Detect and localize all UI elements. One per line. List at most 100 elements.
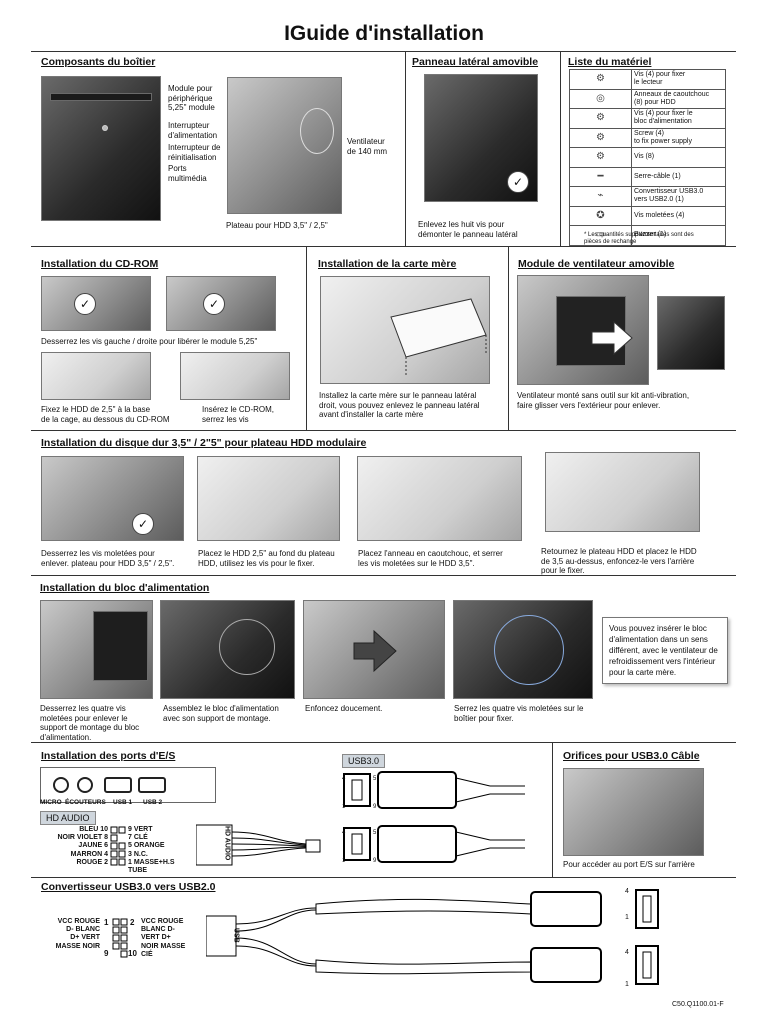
document-code: C50.Q1100.01-F: [672, 1001, 724, 1008]
hdd-step3-photo: [357, 456, 522, 541]
psu-step1-photo: [40, 600, 153, 699]
cdrom-caption-top: Desserrez les vis gauche / droite pour l…: [41, 337, 258, 346]
converter-pin-9: 9: [104, 949, 109, 958]
psu-step4-photo: [453, 600, 593, 699]
usb3-port-bottom: [343, 825, 525, 863]
check-icon: ✓: [132, 513, 154, 535]
hdd-step2-photo: [197, 456, 340, 541]
section-heading-psu: Installation du bloc d'alimentation: [40, 582, 210, 594]
converter-cable-diagram: [206, 889, 659, 985]
usb3-pin-4b: 4: [342, 830, 346, 836]
converter-pin-1: 1: [104, 918, 109, 927]
psu-caption-4: Serrez les quatre vis moletées sur le bo…: [454, 704, 584, 723]
fan-photo: [657, 296, 725, 370]
screw-icon: ⚙: [569, 108, 632, 129]
cdrom-caption-left: Fixez le HDD de 2,5" à la base de la cag…: [41, 405, 170, 424]
cdrom-step1-photo: ✓: [41, 276, 151, 331]
psu-caption-3: Enfoncez doucement.: [305, 704, 383, 713]
check-icon: ✓: [507, 171, 529, 193]
hardware-row: ⚙Vis (8): [569, 147, 726, 168]
section-heading-cdrom: Installation du CD-ROM: [41, 258, 159, 270]
converter-port-pin-4a: 4: [625, 888, 629, 895]
divider: [306, 246, 307, 430]
converter-right-pins: VCC ROUGE BLANC D- VERT D+ NOIR MASSE CI…: [141, 918, 186, 958]
port-label-mic: MICRO: [40, 799, 62, 806]
hardware-table: ⚙Vis (4) pour fixer le lecteur◎Anneaux d…: [569, 69, 726, 246]
hdd-caption-1: Desserrez les vis moletées pour enlever.…: [41, 549, 175, 568]
hd-audio-right-pins: 9 VERT 7 CLÉ 5 ORANGE 3 N.C. 1 MASSE+H.S…: [128, 826, 175, 875]
cdrom-step2-photo: ✓: [166, 276, 276, 331]
hardware-row-label: Anneaux de caoutchouc (8) pour HDD: [631, 88, 726, 109]
page-title: IGuide d'installation: [284, 22, 484, 45]
divider: [405, 51, 406, 246]
hardware-row: ▭Buzzer (1): [569, 225, 726, 246]
usb-holes-photo: [563, 768, 704, 856]
divider: [31, 430, 736, 431]
front-io-panel: [40, 767, 216, 803]
fan-module-caption: Ventilateur monté sans outil sur kit ant…: [517, 391, 690, 410]
hardware-row: ⚙Screw (4) to fix power supply: [569, 127, 726, 148]
motherboard-diagram: [320, 276, 490, 384]
motherboard-board-icon: [390, 298, 487, 377]
hardware-row: ⌁Convertisseur USB3.0 vers USB2.0 (1): [569, 186, 726, 207]
hdd-caption-3: Placez l'anneau en caoutchouc, et serrer…: [358, 549, 503, 568]
cdrom-caption-right: Insérez le CD-ROM, serrez les vis: [202, 405, 275, 424]
hd-audio-badge: HD AUDIO: [40, 811, 96, 825]
converter-pin-2: 2: [130, 918, 135, 927]
converter-pin-10: 10: [128, 949, 137, 958]
usb3-pin-9a: 9: [373, 804, 377, 810]
section-heading-hardware-list: Liste du matériel: [568, 56, 652, 68]
usb-holes-caption: Pour accéder au port E/S sur l'arrière: [563, 860, 695, 869]
hd-audio-connector: [196, 824, 321, 866]
section-heading-components: Composants du boîtier: [41, 56, 156, 68]
port-label-usb2: USB 2: [143, 799, 163, 806]
usb3-port-top: [343, 771, 525, 809]
converter-port-pin-1a: 1: [625, 914, 629, 921]
divider: [560, 51, 561, 246]
label-media-ports: Ports multimédia: [168, 164, 207, 183]
hdd-step4-photo: [545, 452, 700, 532]
case-interior-photo: [227, 77, 342, 214]
section-heading-io-ports: Installation des ports d'E/S: [41, 750, 176, 762]
arrow-right-icon: [591, 320, 633, 356]
hardware-footnote: * Les quantités supplémentaires sont des…: [584, 232, 694, 245]
motherboard-caption: Installez la carte mère sur le panneau l…: [319, 391, 480, 419]
psu-note: Vous pouvez insérer le bloc d'alimentati…: [602, 617, 728, 684]
converter-port-pin-1b: 1: [625, 981, 629, 988]
usb3-pin-1a: 1: [342, 804, 346, 810]
converter-port-pin-4b: 4: [625, 949, 629, 956]
psu-step2-photo: [160, 600, 295, 699]
hardware-row-label: Vis moletées (4): [631, 205, 726, 226]
cdrom-step3-photo: [41, 352, 151, 400]
usb3-pin-5a: 5: [373, 776, 377, 782]
side-panel-caption: Enlevez les huit vis pour démonter le pa…: [418, 220, 518, 239]
usb3-connectors-diagram: [343, 771, 525, 863]
section-heading-motherboard: Installation de la carte mère: [318, 258, 457, 270]
screw-icon: ⚙: [569, 127, 632, 148]
rubber-ring-icon: ◎: [569, 88, 632, 109]
hardware-row: ✪Vis moletées (4): [569, 205, 726, 226]
section-heading-hdd: Installation du disque dur 3,5" / 2"5" p…: [41, 437, 367, 449]
hardware-row-label: Convertisseur USB3.0 vers USB2.0 (1): [631, 186, 726, 207]
port-label-usb1: USB 1: [113, 799, 133, 806]
divider: [31, 575, 736, 576]
cable-tie-icon: ━: [569, 166, 632, 187]
cdrom-step4-photo: [180, 352, 290, 400]
hd-audio-header-label: HD AUDIO: [223, 826, 231, 861]
screw-icon: ⚙: [569, 69, 632, 90]
hardware-row-label: Screw (4) to fix power supply: [631, 127, 726, 148]
converter-usb-label: USB: [232, 928, 240, 943]
section-heading-fan-module: Module de ventilateur amovible: [518, 258, 675, 270]
usb3-pin-4a: 4: [342, 776, 346, 782]
usb3-badge: USB3.0: [342, 754, 386, 768]
usb-cable-icon: ⌁: [569, 186, 632, 207]
converter-header-pins: [112, 918, 128, 958]
section-heading-converter: Convertisseur USB3.0 vers USB2.0: [41, 881, 216, 893]
usb3-pin-1b: 1: [342, 858, 346, 864]
hardware-row-label: Vis (4) pour fixer le bloc d'alimentatio…: [631, 108, 726, 129]
thumbscrew-icon: ✪: [569, 205, 632, 226]
screw-icon: ⚙: [569, 147, 632, 168]
arrow-right-icon: [353, 629, 397, 673]
hardware-row-label: Buzzer (1): [631, 225, 726, 246]
psu-step3-photo: [303, 600, 445, 699]
